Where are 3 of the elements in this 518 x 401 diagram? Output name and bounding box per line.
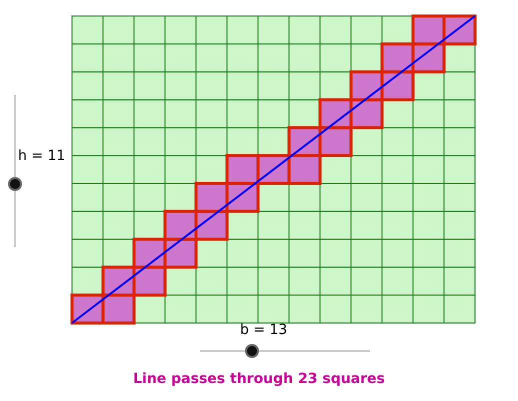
slider-label: b = 13 [240,322,288,338]
slider-label: h = 11 [18,148,66,164]
caption: Line passes through 23 squares [133,371,385,387]
